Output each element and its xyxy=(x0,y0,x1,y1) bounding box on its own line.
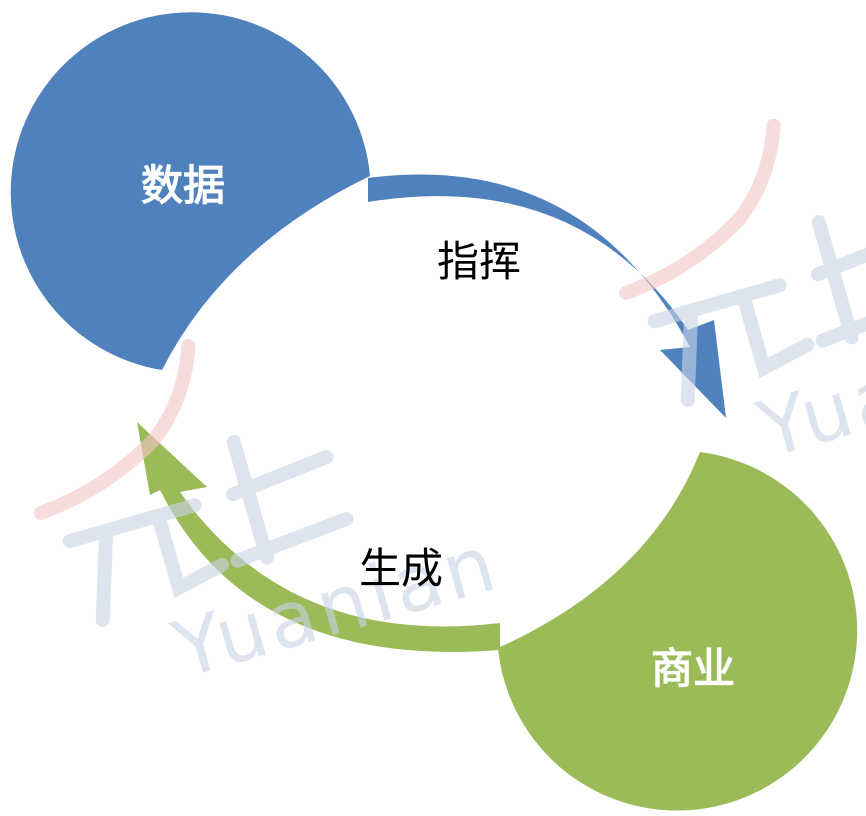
watermark-logo-blue-stroke xyxy=(62,435,354,628)
generate-edge-label: 生成 xyxy=(359,544,443,593)
business-node-label: 商业 xyxy=(651,644,735,693)
watermark-bottom-left: Yuanian xyxy=(33,338,508,696)
business-node-circle xyxy=(498,452,858,811)
data-node-label: 数据 xyxy=(141,161,225,210)
data-node-circle xyxy=(10,12,371,371)
watermark-logo-red-stroke xyxy=(618,118,781,300)
watermark-logo-red-stroke xyxy=(33,338,196,520)
generate-arrow xyxy=(137,422,500,652)
watermark-top-right: Yuanian xyxy=(618,118,866,476)
direct-arrow xyxy=(368,174,726,418)
watermark-logo-blue-stroke xyxy=(647,215,866,408)
direct-edge-label: 指挥 xyxy=(437,237,521,286)
